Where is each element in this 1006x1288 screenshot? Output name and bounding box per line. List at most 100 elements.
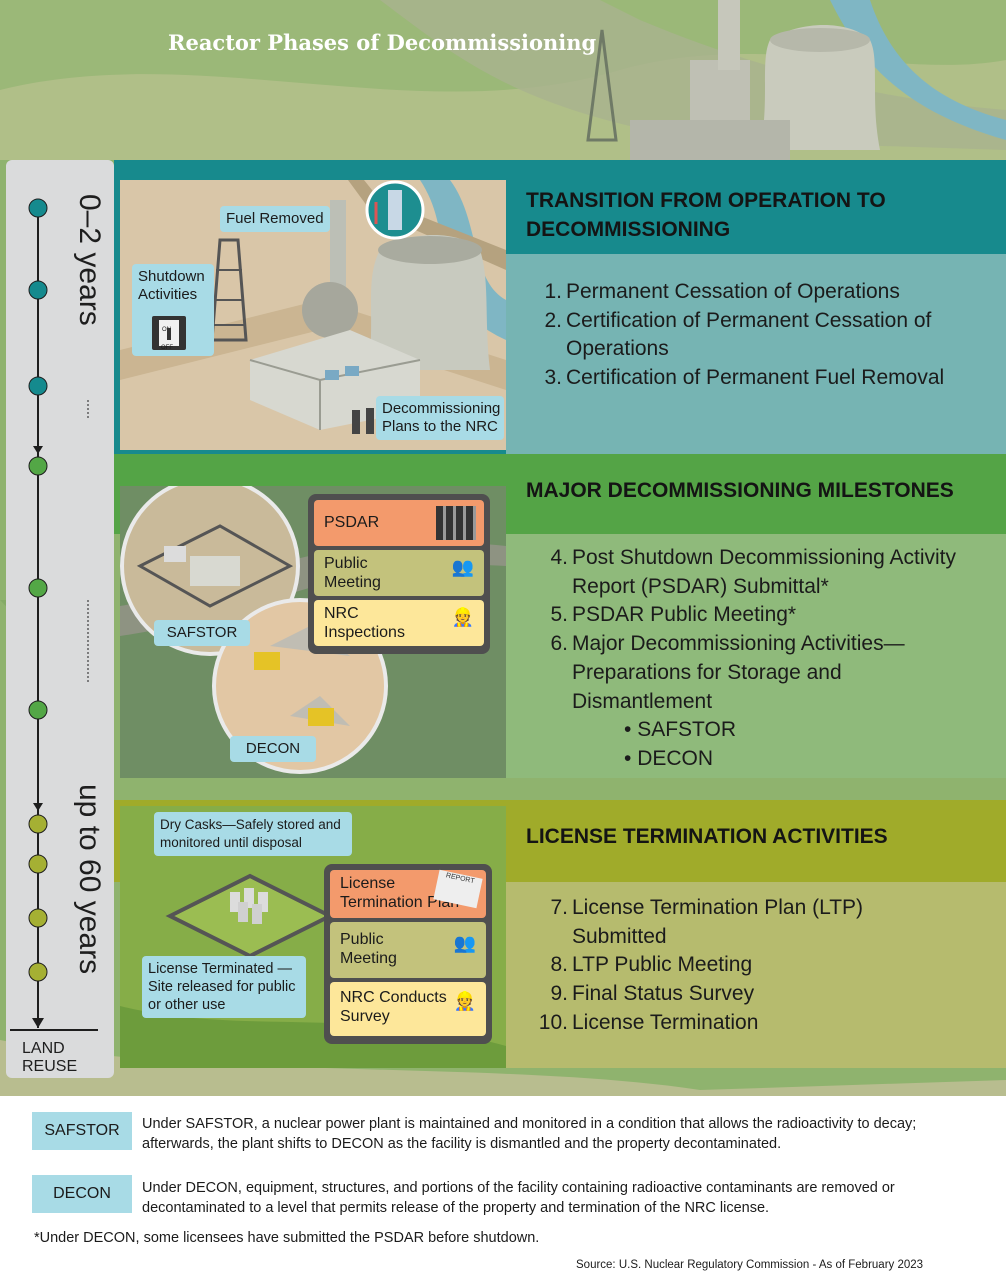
license-cards: License Termination Plan REPORT Public M…	[324, 864, 492, 1044]
card-nrc-inspections: NRC Inspections 👷	[314, 600, 484, 646]
milestone-9: 9.Final Status Survey	[526, 980, 1006, 1009]
timeline-dot	[28, 376, 48, 396]
milestone-2: 2.Certification of Permanent Cessation o…	[520, 307, 1006, 364]
legend-term-safstor: SAFSTOR	[32, 1112, 132, 1150]
people-icon: 👥	[451, 557, 474, 577]
milestone-10: 10.License Termination	[526, 1009, 1006, 1038]
source-credit: Source: U.S. Nuclear Regulatory Commissi…	[576, 1259, 924, 1271]
power-plant-illustration	[120, 180, 506, 434]
switch-icon: ON OFF	[152, 316, 186, 351]
label-license-terminated: License Terminated — Site released for p…	[142, 956, 306, 1018]
section-body-milestones: 4.Post Shutdown Decommissioning Activity…	[506, 534, 1006, 778]
milestone-number: 1.	[544, 280, 562, 303]
card-text: Public Meeting	[324, 555, 381, 591]
milestone-text: Post Shutdown Decommissioning Activity R…	[572, 546, 956, 598]
binders-icon	[436, 506, 476, 540]
timeline-track	[10, 198, 98, 1031]
milestone-5: 5.PSDAR Public Meeting*	[526, 601, 1006, 630]
milestone-text: License Termination	[572, 1010, 759, 1034]
milestone-text: Certification of Permanent Fuel Removal	[566, 366, 945, 390]
bullet-text: DECON	[637, 746, 714, 770]
milestone-cards: PSDAR Public Meeting 👥 NRC Inspections 👷	[308, 494, 490, 654]
milestone-4: 4.Post Shutdown Decommissioning Activity…	[526, 544, 1006, 601]
bullet-text: SAFSTOR	[637, 718, 736, 742]
label-fuel-removed: Fuel Removed	[220, 206, 330, 232]
card-text: PSDAR	[324, 514, 380, 531]
milestone-number: 10.	[538, 1010, 568, 1034]
card-text: Public Meeting	[340, 931, 397, 967]
timeline-dot	[28, 578, 48, 598]
milestone-6: 6.Major Decommissioning Activities— Prep…	[526, 630, 1006, 716]
illustration-milestones: SAFSTOR DECON PSDAR Public Meeting 👥 NRC…	[120, 486, 506, 778]
milestone-text: License Termination Plan (LTP) Submitted	[572, 896, 864, 948]
card-nrc-survey: NRC Conducts Survey 👷	[330, 982, 486, 1036]
legend-desc-safstor: Under SAFSTOR, a nuclear power plant is …	[142, 1116, 917, 1152]
milestone-number: 8.	[550, 953, 568, 977]
timeline-dot	[28, 700, 48, 720]
people-icon: 👥	[453, 933, 476, 953]
milestone-text: Permanent Cessation of Operations	[566, 280, 900, 303]
milestone-number: 3.	[544, 366, 562, 390]
section-header-transition: TRANSITION FROM OPERATION TO DECOMMISSIO…	[506, 160, 1006, 254]
card-ltp-public-meeting: Public Meeting 👥	[330, 922, 486, 978]
label-decon: DECON	[230, 736, 316, 762]
card-public-meeting: Public Meeting 👥	[314, 550, 484, 596]
footnote: *Under DECON, some licensees have submit…	[34, 1230, 540, 1246]
milestone-text: LTP Public Meeting	[572, 953, 753, 977]
switch-off-label: OFF	[161, 345, 173, 351]
bullet-safstor: • SAFSTOR	[624, 718, 736, 742]
surveyor-icon: 👷	[453, 991, 476, 1011]
milestone-3: 3.Certification of Permanent Fuel Remova…	[520, 364, 1006, 393]
section-body-license: 7.License Termination Plan (LTP) Submitt…	[506, 882, 1006, 1068]
illustration-transition: Fuel Removed Shutdown Activities ON OFF …	[120, 180, 506, 450]
timeline-dot	[28, 908, 48, 928]
milestone-8: 8.LTP Public Meeting	[526, 951, 1006, 980]
timeline-bar: 0–2 years up to 60 years	[6, 160, 114, 1078]
card-text: NRC Conducts Survey	[340, 989, 447, 1025]
milestone-text: Certification of Permanent Cessation of …	[566, 308, 932, 361]
legend-desc-decon: Under DECON, equipment, structures, and …	[142, 1180, 895, 1216]
timeline-dot	[28, 962, 48, 982]
milestone-number: 2.	[544, 308, 562, 332]
switch-on-label: ON	[162, 321, 171, 339]
label-shutdown-activities: Shutdown Activities ON OFF	[132, 264, 214, 356]
label-safstor: SAFSTOR	[154, 620, 250, 646]
timeline-dot	[28, 854, 48, 874]
section-header-license: LICENSE TERMINATION ACTIVITIES	[506, 800, 1006, 882]
bullet-decon: • DECON	[624, 746, 714, 770]
switch-plate: ON OFF	[159, 320, 179, 351]
shutdown-text: Shutdown Activities	[138, 268, 205, 303]
milestone-number: 6.	[550, 632, 568, 656]
milestone-number: 4.	[550, 546, 568, 569]
land-reuse-text: LAND REUSE	[22, 1040, 78, 1075]
timeline-label-up-to-60-years: up to 60 years	[73, 784, 106, 975]
card-license-termination-plan: License Termination Plan REPORT	[330, 869, 486, 918]
milestone-7: 7.License Termination Plan (LTP) Submitt…	[526, 894, 1006, 951]
milestone-number: 7.	[550, 896, 568, 919]
milestone-text: Final Status Survey	[572, 982, 755, 1006]
illustration-license: Dry Casks—Safely stored and monitored un…	[120, 806, 506, 1068]
timeline-dot	[28, 280, 48, 300]
milestone-text: PSDAR Public Meeting*	[572, 603, 797, 627]
timeline-dot	[28, 198, 48, 218]
milestone-number: 5.	[550, 603, 568, 627]
page-title: Reactor Phases of Decommissioning	[168, 30, 597, 55]
section-header-milestones: MAJOR DECOMMISSIONING MILESTONES	[506, 454, 1006, 534]
timeline-dot	[28, 814, 48, 834]
dry-cask-illustration	[120, 873, 506, 1068]
milestone-1: 1.Permanent Cessation of Operations	[520, 278, 1006, 307]
card-text: NRC Inspections	[324, 605, 405, 641]
land-reuse-label: LAND REUSE	[22, 1040, 80, 1076]
card-text: License Termination Plan	[340, 875, 460, 911]
timeline-dot	[28, 456, 48, 476]
milestone-text: Major Decommissioning Activities— Prepar…	[572, 632, 905, 713]
milestone-number: 9.	[550, 982, 568, 1006]
inspector-icon: 👷	[451, 607, 474, 627]
legend-term-decon: DECON	[32, 1175, 132, 1213]
section-body-transition: 1.Permanent Cessation of Operations 2.Ce…	[506, 254, 1006, 454]
label-decommissioning-plans: Decommissioning Plans to the NRC	[376, 396, 504, 440]
switch-lever	[167, 328, 171, 340]
label-dry-casks: Dry Casks—Safely stored and monitored un…	[154, 812, 352, 856]
card-psdar: PSDAR	[314, 500, 484, 546]
timeline-label-0-2-years: 0–2 years	[73, 194, 106, 326]
